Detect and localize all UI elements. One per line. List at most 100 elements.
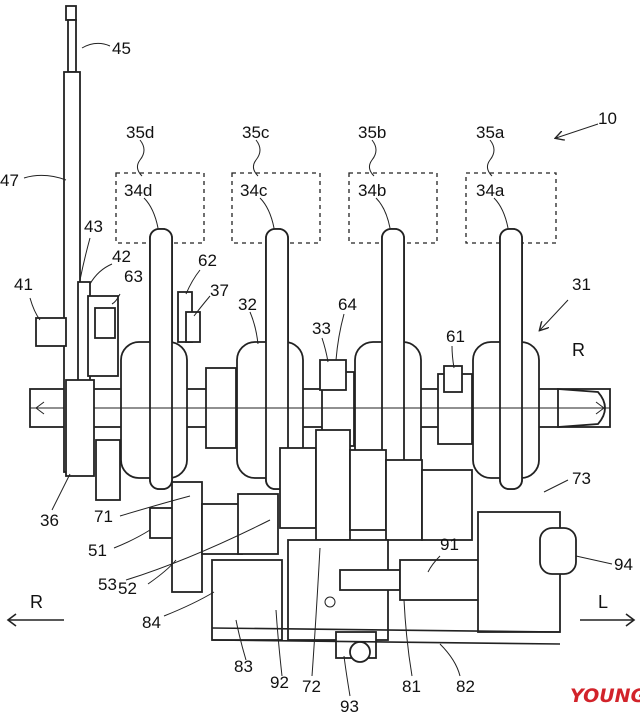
gear-64 [319, 359, 347, 391]
label-34d: 34d [124, 181, 152, 200]
rod-c-front [265, 228, 289, 490]
label-61: 61 [446, 327, 465, 346]
label-62: 62 [198, 251, 217, 270]
bolt-93 [349, 641, 371, 663]
leader-92 [275, 609, 283, 677]
leader-33 [321, 337, 329, 363]
leader-91 [427, 555, 441, 573]
label-91: 91 [440, 535, 459, 554]
label-36: 36 [40, 511, 59, 530]
watermark-logo: YOUNG [570, 685, 640, 707]
label-34a: 34a [476, 181, 505, 200]
part-41 [35, 317, 67, 347]
label-92: 92 [270, 673, 289, 692]
label-10: 10 [598, 109, 617, 128]
leader-41 [29, 297, 41, 321]
label-43: 43 [84, 217, 103, 236]
label-34c: 34c [240, 181, 268, 200]
part-51 [149, 507, 175, 539]
leader-83 [235, 619, 247, 661]
rod-45 [67, 19, 77, 73]
leader-37 [193, 295, 211, 317]
leader-84 [163, 591, 215, 617]
rail-82 [211, 627, 561, 633]
reference-labels: 45 10 47 35d 35c 35b 35a 34d 34c 34b 34a… [0, 39, 633, 715]
leader-45 [81, 42, 111, 49]
label-93: 93 [340, 697, 359, 715]
leader-35a [486, 139, 495, 177]
leader-94 [575, 555, 613, 565]
label-71: 71 [94, 507, 113, 526]
leader-34c [259, 197, 275, 229]
gear-pack-3 [421, 469, 473, 541]
leader-63 [111, 293, 121, 305]
leader-73 [543, 479, 569, 493]
label-94: 94 [614, 555, 633, 574]
leader-81 [403, 599, 413, 677]
part-63-inner [94, 307, 116, 339]
leader-36 [51, 473, 71, 511]
leader-43 [79, 237, 91, 281]
label-33: 33 [312, 319, 331, 338]
arrow-left-head [6, 613, 17, 627]
gear-pack [349, 449, 387, 531]
leader-47 [23, 174, 67, 181]
label-81: 81 [402, 677, 421, 696]
label-41: 41 [14, 275, 33, 294]
part-33 [315, 429, 351, 541]
leader-64 [335, 313, 345, 361]
leader-72 [311, 547, 321, 677]
leader-82 [439, 643, 461, 677]
label-64: 64 [338, 295, 357, 314]
label-84: 84 [142, 613, 161, 632]
unit-83 [211, 559, 283, 641]
leader-35d [136, 139, 145, 177]
label-83: 83 [234, 657, 253, 676]
shaft-71 [201, 503, 243, 555]
label-35d: 35d [126, 123, 154, 142]
label-34b: 34b [358, 181, 386, 200]
gear-52 [171, 481, 203, 593]
label-53: 53 [98, 575, 117, 594]
rod-d-front [149, 228, 173, 490]
label-82: 82 [456, 677, 475, 696]
label-35a: 35a [476, 123, 505, 142]
label-52: 52 [118, 579, 137, 598]
label-51: 51 [88, 541, 107, 560]
rail-82b [211, 639, 561, 645]
leader-34a [493, 197, 509, 229]
label-35b: 35b [358, 123, 386, 142]
leader-34b [375, 197, 391, 229]
label-37: 37 [210, 281, 229, 300]
lower-assembly [149, 429, 577, 663]
arrow-right-head [625, 613, 636, 627]
crank-gears [177, 291, 463, 393]
label-r-axis: R [572, 340, 585, 360]
left-drive [35, 5, 121, 501]
leader-61 [451, 345, 455, 369]
leader-71 [119, 495, 191, 517]
label-45: 45 [112, 39, 131, 58]
label-72: 72 [302, 677, 321, 696]
chain-guide [95, 439, 121, 501]
arm-91 [339, 569, 401, 591]
leader-31 [540, 299, 569, 330]
part-72-upper [279, 447, 317, 529]
leader-10 [556, 123, 599, 138]
gear-61 [443, 365, 463, 393]
leader-35c [252, 139, 261, 177]
leader-52 [147, 559, 177, 585]
leader-34d [143, 197, 159, 229]
gear-53 [237, 493, 279, 555]
label-l-arrow: L [598, 592, 608, 612]
leader-93 [343, 655, 351, 697]
gear-37 [185, 311, 201, 343]
label-r-arrow: R [30, 592, 43, 612]
label-31: 31 [572, 275, 591, 294]
rod-45-cap [65, 5, 77, 21]
label-63: 63 [124, 267, 143, 286]
part-94 [539, 527, 577, 575]
leader-62 [185, 269, 201, 295]
leader-lines [23, 42, 613, 697]
